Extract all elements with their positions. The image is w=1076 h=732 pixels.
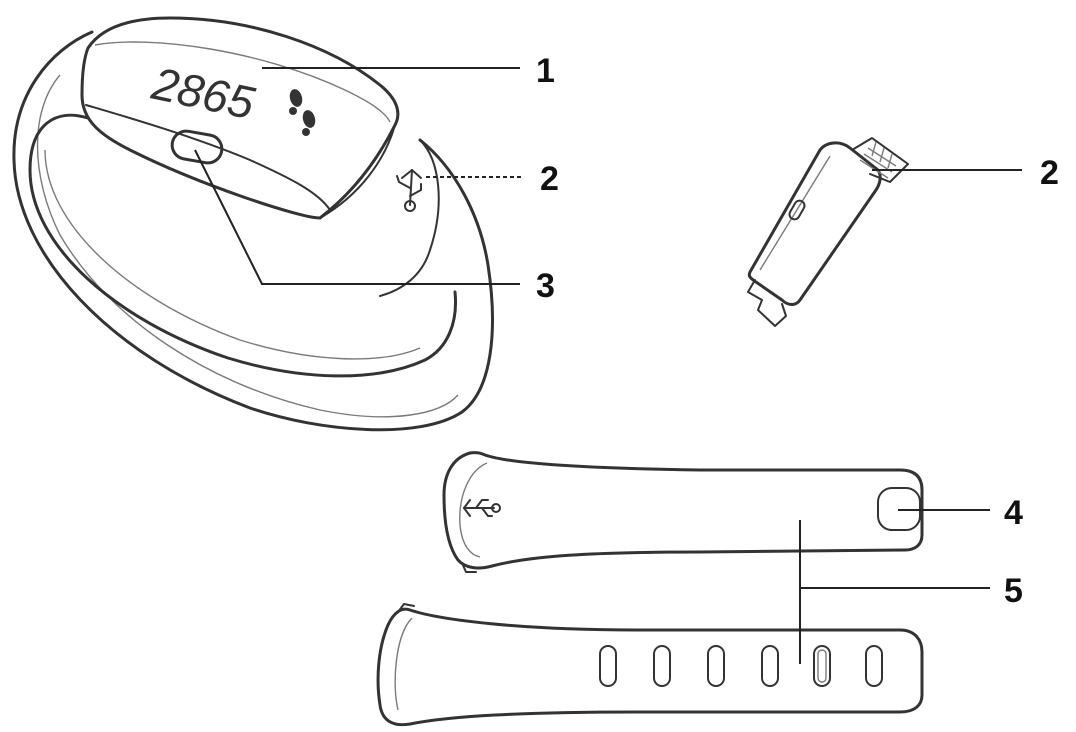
device-button[interactable] — [170, 129, 224, 165]
strap-hole-inner — [817, 649, 827, 683]
callout-label-4: 4 — [1004, 494, 1023, 532]
bottom-strap-tab — [397, 603, 415, 613]
bottom-strap — [376, 603, 924, 727]
top-strap-tab — [461, 562, 477, 573]
strap-hole — [707, 645, 725, 687]
top-strap-bevel — [459, 462, 488, 558]
usb-icon — [463, 499, 501, 517]
usb-connector — [851, 137, 909, 183]
callout-label-2b: 2 — [1040, 154, 1059, 192]
leader-lines — [194, 67, 1022, 664]
charger-ridge — [759, 155, 831, 271]
usb-icon — [396, 169, 422, 212]
band-inner-edge — [44, 149, 421, 360]
charger-body — [747, 141, 882, 306]
strap-hole — [653, 645, 671, 687]
band-outer-edge — [36, 74, 459, 418]
leader-line-3 — [194, 149, 520, 285]
usb-charger-module — [747, 137, 909, 327]
strap-hole — [865, 645, 883, 687]
charger-clip — [747, 279, 787, 327]
callout-label-2a: 2 — [540, 160, 559, 198]
band-inner-loop — [28, 113, 458, 378]
strap-hole — [761, 645, 779, 687]
strap-hole — [599, 645, 617, 687]
callout-labels: 1 2 2 3 4 5 — [536, 52, 1059, 610]
band-outer-loop — [12, 30, 494, 432]
strap-hole — [813, 645, 831, 687]
step-count-display: 2865 — [147, 57, 259, 129]
charger-indicator — [788, 199, 806, 221]
callout-label-5: 5 — [1004, 572, 1023, 610]
bottom-strap-bevel — [394, 617, 413, 711]
tracker-module-top — [80, 16, 400, 220]
assembled-wristband: 2865 — [12, 16, 494, 432]
module-band-seam — [319, 124, 396, 219]
strap-hole-row — [599, 645, 883, 687]
leader-line-5 — [799, 520, 990, 664]
callout-label-1: 1 — [536, 52, 555, 90]
tracker-module-face — [85, 104, 331, 211]
top-strap-outline — [442, 451, 924, 570]
footprints-icon — [289, 89, 316, 136]
band-inner-tail — [379, 139, 440, 297]
bottom-strap-outline — [376, 607, 924, 727]
top-strap — [442, 451, 924, 573]
callout-label-3: 3 — [536, 267, 555, 305]
